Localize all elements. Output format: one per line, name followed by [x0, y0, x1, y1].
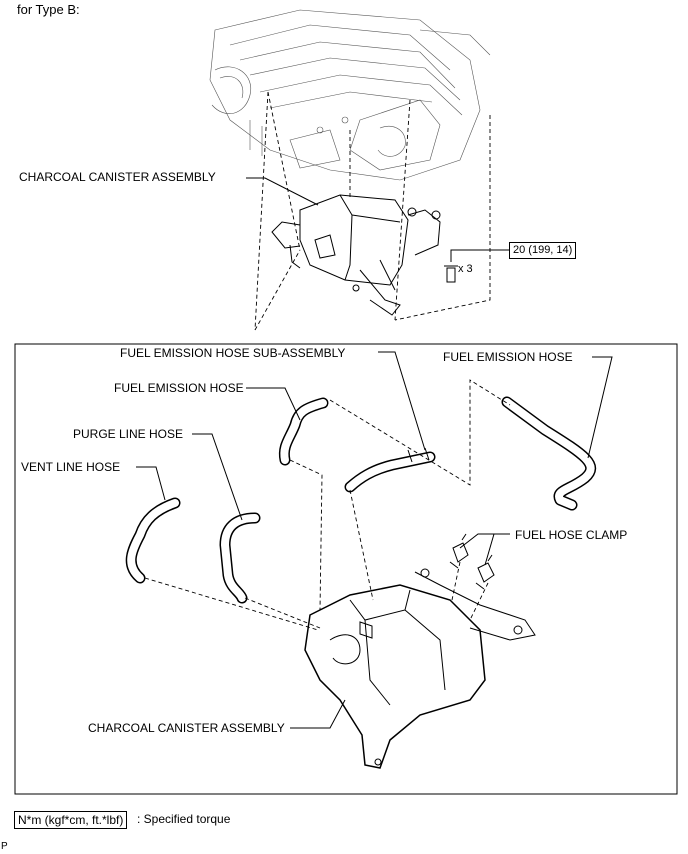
- fuel-emission-hose-sub-drawing: [344, 447, 436, 493]
- label-charcoal-canister-bottom: CHARCOAL CANISTER ASSEMBLY: [88, 721, 285, 735]
- leader-canister-bottom: [290, 699, 346, 729]
- leader-sub-assembly: [378, 351, 426, 451]
- legend-description: : Specified torque: [137, 812, 231, 826]
- label-fuel-hose-clamp: FUEL HOSE CLAMP: [515, 528, 628, 542]
- leader-canister-top: [246, 177, 319, 206]
- bolt-quantity: x 3: [458, 263, 473, 275]
- label-fuel-emission-hose-right: FUEL EMISSION HOSE: [443, 350, 573, 364]
- upper-canister-drawing: [271, 194, 441, 316]
- label-vent-line-hose: VENT LINE HOSE: [21, 460, 121, 474]
- fuel-emission-hose-right-drawing: [501, 396, 597, 511]
- variant-label: for Type B:: [17, 2, 80, 17]
- corner-mark: P: [1, 841, 8, 852]
- leader-fe-hose-left: [246, 387, 301, 421]
- label-fuel-emission-hose-left: FUEL EMISSION HOSE: [114, 381, 244, 395]
- lower-canister-drawing: [304, 568, 536, 769]
- leader-clamp-2: [484, 533, 510, 566]
- fuel-emission-hose-left-drawing: [278, 397, 329, 466]
- leader-clamp-1: [459, 533, 510, 549]
- leader-purge: [192, 433, 243, 521]
- vent-line-hose-drawing: [125, 497, 181, 584]
- purge-line-hose-drawing: [219, 512, 261, 604]
- torque-value-box: 20 (199, 14): [509, 242, 577, 259]
- vehicle-underbody-drawing: [209, 9, 491, 181]
- leader-fe-hose-right: [587, 356, 613, 459]
- detail-frame: [14, 343, 678, 795]
- label-charcoal-canister-top: CHARCOAL CANISTER ASSEMBLY: [19, 170, 216, 184]
- leader-vent: [136, 466, 166, 501]
- legend-unit-box: N*m (kgf*cm, ft.*lbf): [14, 811, 128, 829]
- bolt-drawing: [444, 249, 510, 283]
- label-purge-line-hose: PURGE LINE HOSE: [73, 427, 184, 441]
- label-fuel-emission-hose-sub: FUEL EMISSION HOSE SUB-ASSEMBLY: [120, 346, 346, 360]
- fuel-hose-clamp-drawing: [449, 533, 495, 590]
